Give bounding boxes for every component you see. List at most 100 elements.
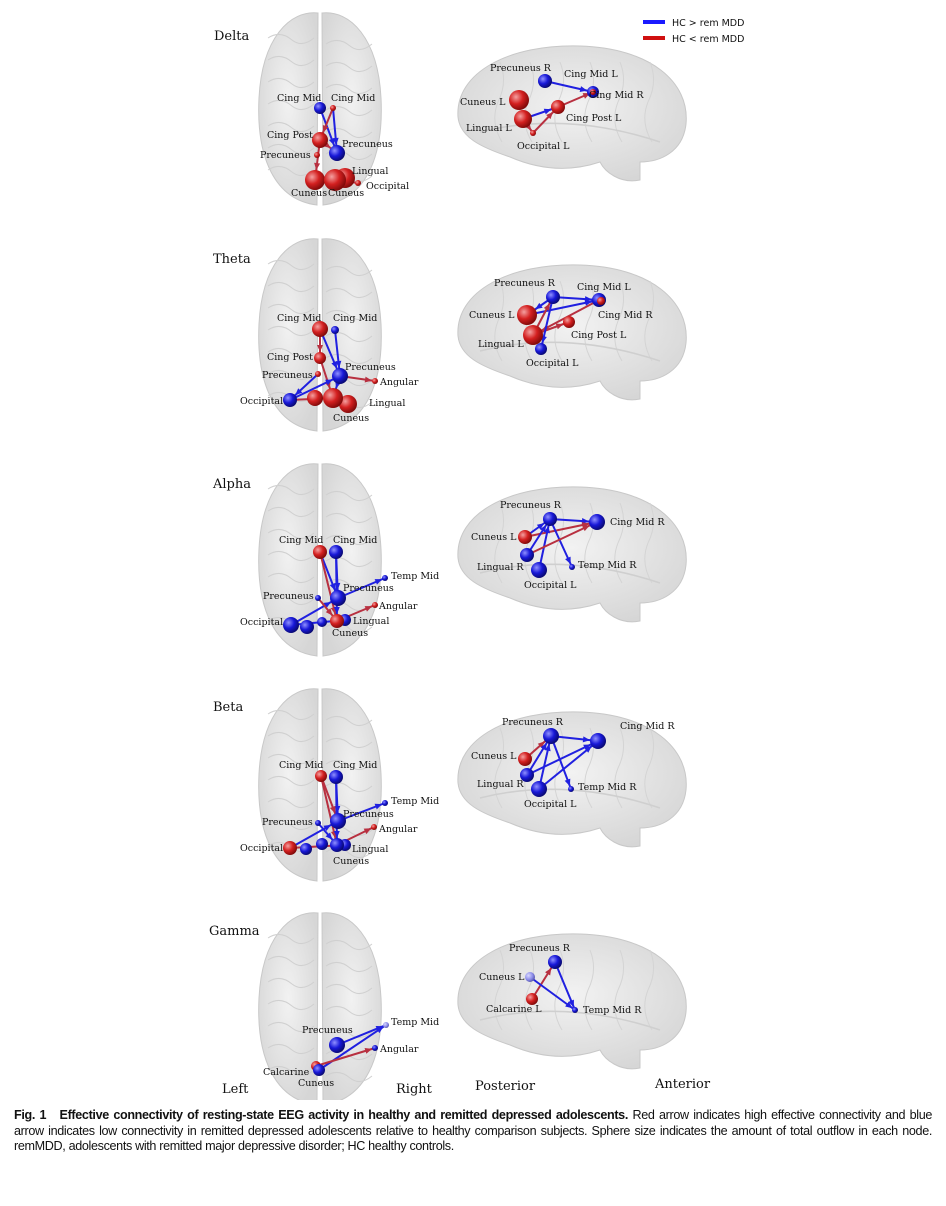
node-sphere-angular (372, 602, 378, 608)
node-sphere-precuneus-r (538, 74, 552, 88)
node-label: Angular (379, 377, 419, 388)
arrowhead (364, 376, 373, 383)
node-sphere-cing-mid (329, 770, 343, 784)
arrowhead (374, 803, 383, 810)
brain-side-view (457, 486, 687, 623)
node-label: Precuneus R (490, 63, 552, 74)
legend: HC > rem MDD HC < rem MDD (643, 18, 744, 45)
band-label: Gamma (209, 924, 260, 939)
caption-label: Fig. 1 (14, 1108, 47, 1122)
node-sphere-lingual-r (520, 548, 534, 562)
node-label: Cuneus L (479, 972, 525, 983)
brain-outline (457, 486, 687, 623)
arrowhead (329, 582, 336, 591)
node-sphere-cuneus-l (509, 90, 529, 110)
arrowhead (584, 299, 593, 306)
orientation-right: Right (396, 1082, 433, 1097)
node-label: Occipital L (517, 141, 570, 152)
legend-label-blue: HC > rem MDD (672, 18, 744, 29)
brain-outline (457, 45, 687, 182)
node-label: Cuneus (332, 628, 368, 639)
arrowhead (332, 137, 339, 146)
node-sphere-precuneus (315, 371, 321, 377)
band-label: Beta (213, 700, 243, 715)
node-label: Temp Mid (391, 571, 439, 582)
arrowhead (325, 379, 333, 386)
node-sphere-precuneus-r (548, 955, 562, 969)
arrowhead (364, 1048, 373, 1054)
node-sphere-cuneus (323, 388, 343, 408)
arrowhead (535, 302, 543, 310)
arrowhead (546, 112, 554, 120)
node-label: Lingual L (478, 339, 524, 350)
node-sphere-precuneus-r (546, 290, 560, 304)
node-label: Lingual (353, 616, 389, 627)
node-sphere-cing-mid (331, 326, 339, 334)
node-sphere-occipital (283, 617, 299, 633)
left-hemisphere (258, 238, 319, 432)
node-label: Cuneus (328, 188, 364, 199)
node-label: Cing Mid R (589, 90, 644, 101)
arrowhead (584, 746, 592, 753)
node-sphere-precuneus (332, 368, 348, 384)
arrowhead (314, 162, 321, 171)
left-hemisphere (258, 463, 319, 657)
node-label: Cing Post (267, 352, 313, 363)
node-sphere-lingual (339, 395, 357, 413)
node-label: Cuneus (333, 413, 369, 424)
node-label: Lingual R (477, 779, 524, 790)
arrowhead (579, 86, 588, 93)
node-sphere-precuneus (330, 813, 346, 829)
node-label: Precuneus (263, 591, 314, 602)
arrowhead (328, 137, 335, 146)
orientation-left: Left (222, 1082, 249, 1097)
node-sphere-cing-mid (330, 105, 336, 111)
node-sphere-temp-mid-r (572, 1007, 578, 1013)
node-sphere-cuneus-l (518, 752, 532, 766)
arrowhead (374, 579, 383, 585)
arrowhead (376, 1026, 384, 1034)
node-sphere-cuneus (330, 838, 344, 852)
arrowhead (565, 1001, 573, 1009)
arrowhead (325, 608, 333, 616)
node-sphere-cuneus (324, 169, 346, 191)
node-label: Precuneus (345, 362, 396, 373)
node-sphere (300, 843, 312, 855)
arrowhead (335, 360, 342, 369)
node-sphere-occipital-l (535, 343, 547, 355)
left-hemisphere (258, 12, 319, 206)
arrowhead (583, 744, 591, 751)
node-sphere-cing-post-l (563, 316, 575, 328)
node-label: Lingual R (477, 562, 524, 573)
node-label: Angular (378, 601, 418, 612)
node-sphere-cing-mid (312, 321, 328, 337)
arrowhead (322, 124, 329, 133)
node-label: Precuneus R (500, 500, 562, 511)
node-label: Calcarine L (486, 1004, 542, 1015)
node-label: Cing Post L (566, 113, 622, 124)
node-sphere-precuneus (330, 590, 346, 606)
node-label: Occipital L (524, 580, 577, 591)
node-sphere-cing-mid-r (589, 514, 605, 530)
arrowhead (545, 967, 552, 976)
node-label: Occipital L (524, 799, 577, 810)
node-sphere-precuneus (315, 595, 321, 601)
arrowhead (540, 742, 547, 751)
node-sphere-occipital (283, 393, 297, 407)
arrowhead (333, 606, 340, 615)
node-sphere-cuneus (313, 1064, 325, 1076)
node-sphere-cuneus (305, 170, 325, 190)
node-sphere-occipital-l (531, 781, 547, 797)
node-label: Temp Mid (391, 796, 439, 807)
arrowhead (537, 741, 546, 749)
node-sphere-lingual-l (523, 325, 543, 345)
node-label: Cing Mid R (598, 310, 653, 321)
node-sphere-cuneus (330, 614, 344, 628)
node-label: Precuneus (262, 817, 313, 828)
